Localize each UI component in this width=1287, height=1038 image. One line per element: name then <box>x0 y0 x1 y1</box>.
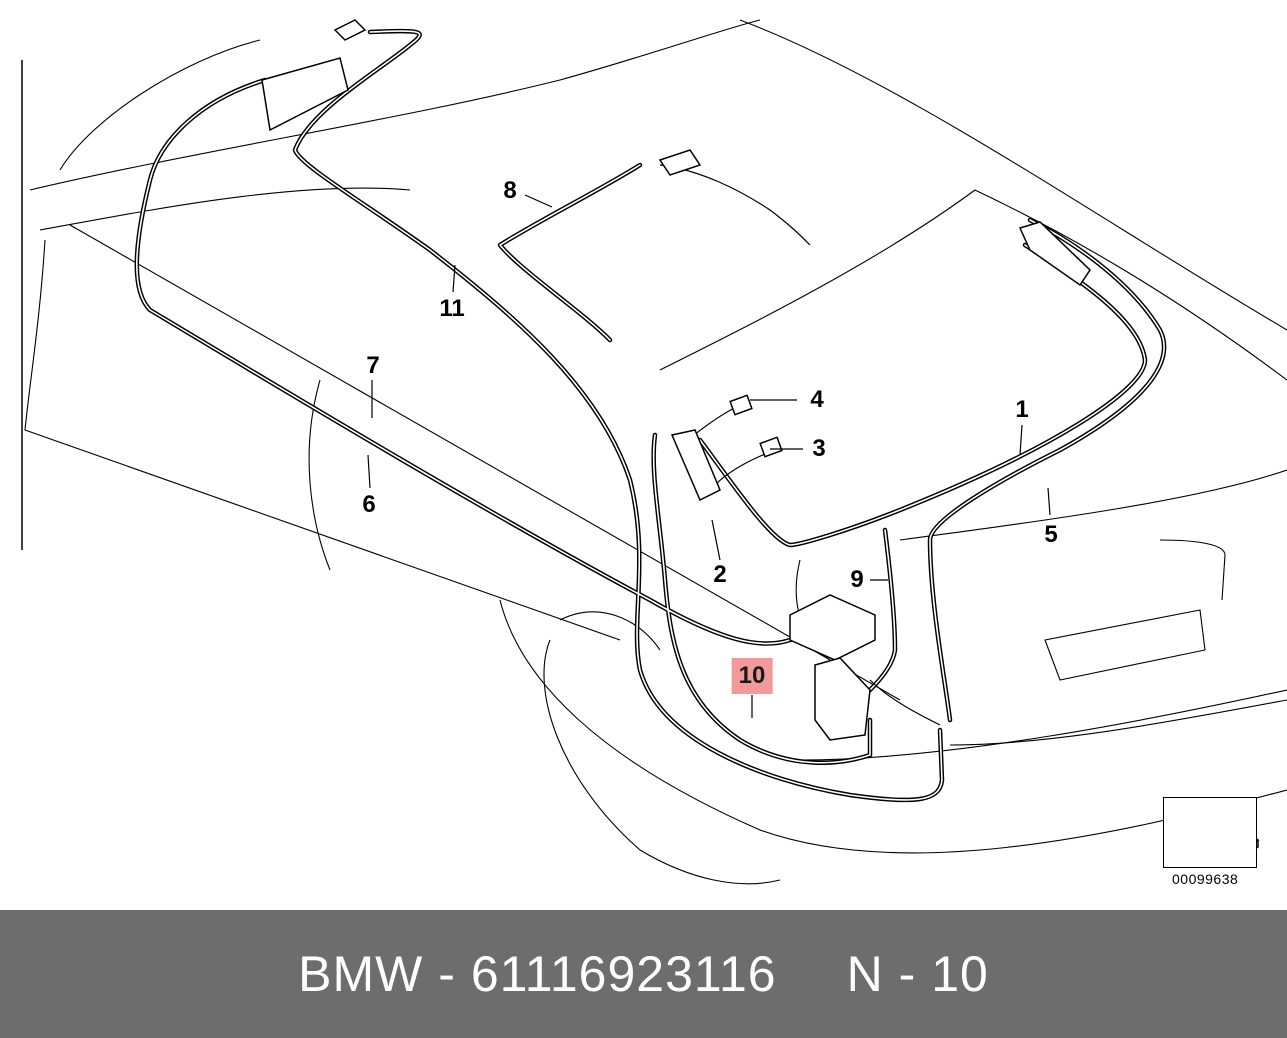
amplifier-left-c <box>670 429 721 502</box>
wheel-arch <box>543 639 781 885</box>
callout-5: 5 <box>1044 521 1058 548</box>
antenna-cables <box>134 28 1167 803</box>
footer-gap <box>456 945 471 1003</box>
wiring-diagram <box>21 19 1287 885</box>
footer-gap <box>423 945 438 1003</box>
antenna-cables-inner <box>136 30 1165 801</box>
callout-3: 3 <box>812 435 826 462</box>
wire-8-tail <box>659 164 811 246</box>
callout-8: 8 <box>503 177 517 204</box>
leader-lines <box>367 194 1051 718</box>
rear-harness <box>869 679 941 726</box>
c-pillar <box>59 39 261 171</box>
roof-edge <box>29 19 761 191</box>
callout-1: 1 <box>1015 396 1029 423</box>
callout-2: 2 <box>713 561 727 588</box>
rear-light <box>1159 539 1226 601</box>
footer-gap <box>916 945 931 1003</box>
footer-separator-2: - <box>898 946 917 1002</box>
connector-4 <box>729 394 753 416</box>
footer-part-number: 61116923116 <box>470 946 777 1002</box>
reference-code: 00099638 <box>1172 871 1239 887</box>
footer-position-prefix: N <box>846 946 884 1002</box>
footer-position-number: 10 <box>931 946 989 1002</box>
rear-roof <box>739 19 1287 331</box>
amplifier-right <box>1018 221 1091 287</box>
body-side-line <box>69 224 901 701</box>
connector-3 <box>759 436 783 458</box>
callout-7: 7 <box>366 352 380 379</box>
callout-6: 6 <box>362 491 376 518</box>
footer-bar: BMW - 61116923116 N - 10 <box>0 910 1287 1038</box>
cable-9 <box>867 527 898 693</box>
cable-8 <box>497 162 643 343</box>
rear-bumper <box>799 689 1287 761</box>
wheel-arch-inner <box>559 611 661 651</box>
callout-4: 4 <box>810 386 824 413</box>
footer-brand: BMW <box>298 946 424 1002</box>
bumper-lower <box>949 699 1287 746</box>
door-shape <box>24 239 621 641</box>
roof-antenna-base <box>658 149 702 176</box>
reference-box <box>1163 797 1257 868</box>
rear-window-top <box>659 189 1287 381</box>
callout-10-highlighted: 10 <box>731 658 773 694</box>
roof-clip <box>333 19 367 41</box>
callout-11: 11 <box>439 295 465 322</box>
footer-gap <box>884 945 899 1003</box>
amplifier-rear-roof <box>261 57 349 132</box>
lower-body <box>499 599 1287 854</box>
licence-plate <box>1044 609 1206 681</box>
module-10 <box>814 657 871 741</box>
callout-9: 9 <box>850 566 864 593</box>
module-upper <box>789 594 876 661</box>
components <box>261 19 1091 741</box>
side-upper <box>39 187 411 231</box>
trunk-edge <box>899 469 1287 541</box>
car-body-outline <box>24 19 1287 885</box>
footer-separator-1: - <box>438 946 456 1002</box>
